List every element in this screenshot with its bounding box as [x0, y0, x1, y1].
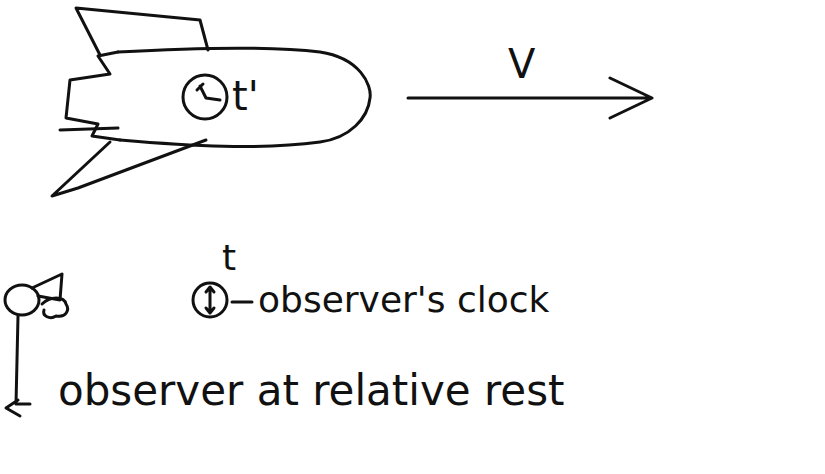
clock-hands [206, 287, 214, 313]
leader-line [232, 301, 252, 304]
rocket-fin [76, 8, 208, 55]
clock-label: t [222, 238, 236, 278]
observer-body [6, 316, 30, 416]
rocket [52, 8, 370, 196]
observer-caption: observer at relative rest [58, 368, 565, 414]
rocket-fin-line [60, 128, 118, 130]
clock-face [183, 75, 227, 119]
rocket-body [118, 48, 370, 146]
clock-caption: observer's clock [258, 280, 549, 320]
clock-label: t' [232, 74, 259, 118]
observer-head [5, 285, 39, 315]
clock-face [193, 283, 227, 317]
rocket-fin [52, 140, 206, 196]
velocity-label: V [508, 42, 535, 86]
observer-hand [42, 298, 68, 318]
clock-hands [197, 84, 220, 100]
observer-hat [32, 274, 62, 300]
